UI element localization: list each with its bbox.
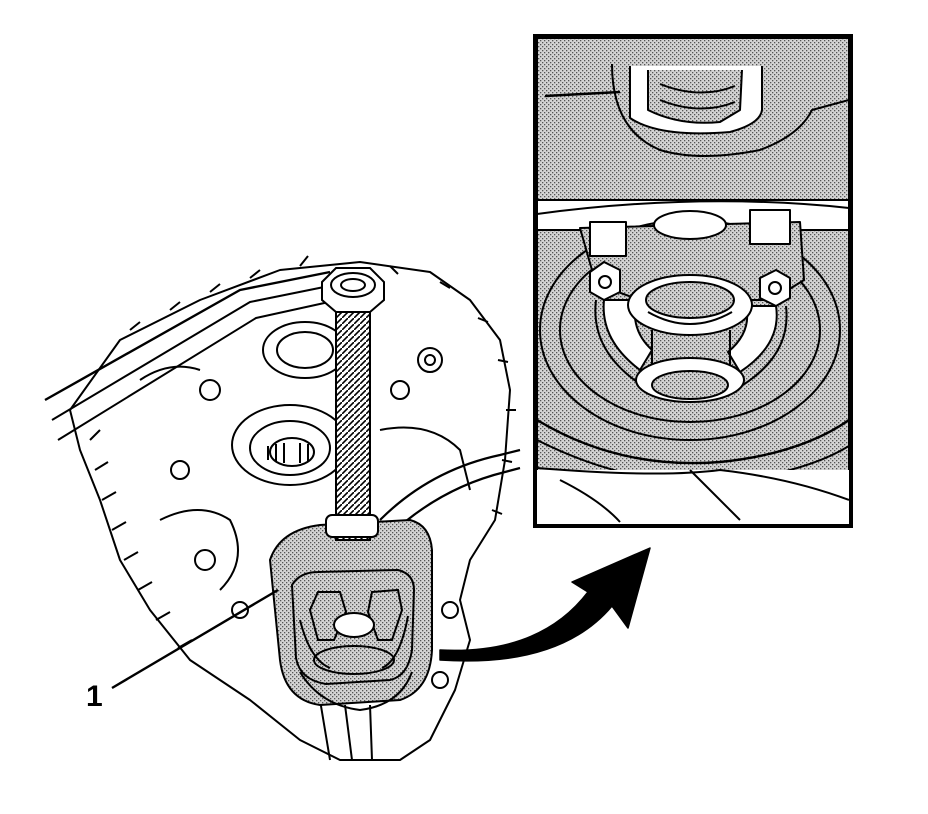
transaxle-case: [44, 255, 521, 761]
puller-tool: [268, 267, 433, 712]
detail-view: [533, 34, 853, 528]
curved-arrow-icon: [439, 547, 651, 662]
callout-1-leader: [111, 588, 279, 690]
callout-label-1: 1: [86, 680, 103, 713]
